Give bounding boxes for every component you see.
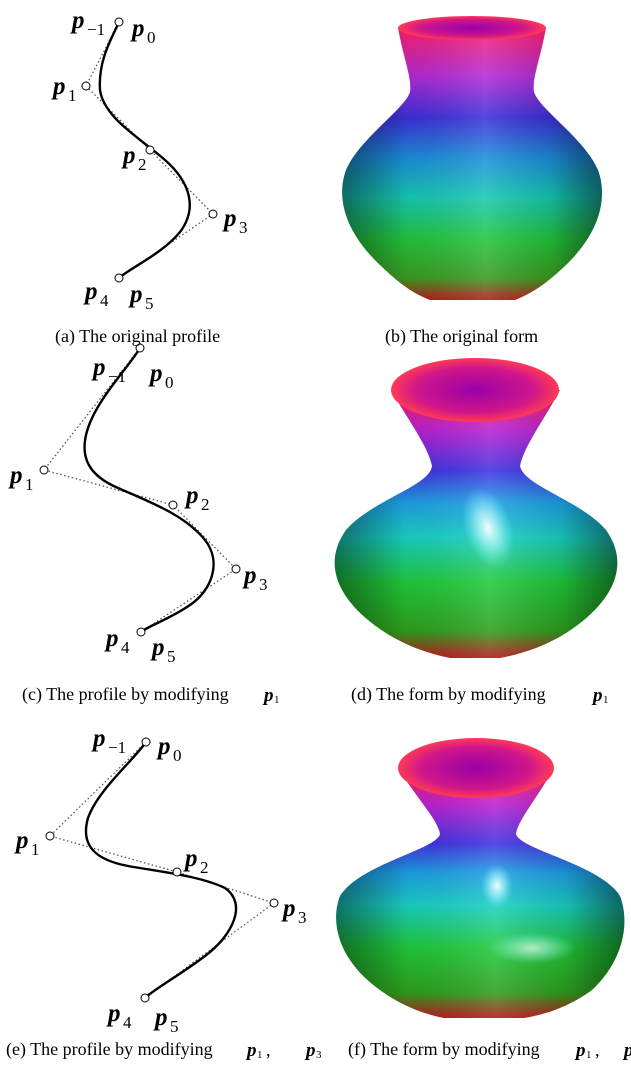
control-point-subscript: 0 [173, 746, 182, 765]
control-point-label: p [14, 827, 29, 854]
panel-e-control-polygon [48, 741, 276, 999]
control-point-label: p [104, 625, 119, 652]
panel-f-caption: (f) The form by modifying [348, 1039, 540, 1060]
caption-point-symbol: p [245, 1040, 257, 1061]
caption-point-symbol: p [591, 685, 603, 706]
control-point-subscript: 5 [145, 294, 154, 313]
control-point-label: p [128, 281, 143, 308]
control-point-label: p [70, 7, 85, 34]
caption-point-symbol: p [622, 1040, 631, 1061]
control-point-subscript: 2 [138, 155, 147, 174]
control-point-subscript: 0 [147, 28, 156, 47]
panel-a-control-points [81, 17, 218, 283]
control-point-subscript: 3 [239, 218, 248, 237]
control-point-label: p [242, 562, 257, 589]
panel-f-vase-mouth [398, 738, 554, 798]
panel-f-caption-points: p1,p [574, 1040, 631, 1061]
panel-b-vase [342, 16, 603, 300]
panel-f-vase [336, 738, 625, 1018]
caption-point-subscript: 1 [603, 694, 609, 706]
panel-a-caption: (a) The original profile [55, 326, 220, 347]
panel-d-vase [334, 358, 618, 658]
panel-e-caption: (e) The profile by modifying [6, 1039, 213, 1060]
panel-a-control-polygon [85, 21, 215, 279]
control-point-label: p [222, 205, 237, 232]
control-point-subscript: 3 [259, 575, 268, 594]
control-point-subscript: 2 [200, 858, 209, 877]
control-point-label: p [130, 15, 145, 42]
caption-point-symbol: p [304, 1040, 316, 1061]
panel-f-vase-shading [336, 768, 625, 1018]
caption-point-subscript: 3 [316, 1049, 322, 1061]
control-point-label: p [91, 354, 106, 381]
panel-b-caption: (b) The original form [385, 326, 538, 347]
caption-point-subscript: 1 [257, 1049, 263, 1061]
control-point-label: p [153, 1004, 168, 1031]
control-point-subscript: 3 [298, 908, 307, 927]
control-point-subscript: 2 [201, 495, 210, 514]
control-point-label: p [183, 845, 198, 872]
panel-c-control-points [39, 343, 241, 637]
panel-c-caption: (c) The profile by modifying [22, 684, 229, 705]
control-point-label: p [184, 482, 199, 509]
control-point-subscript: 5 [170, 1017, 179, 1036]
panel-b-vase-shading [342, 28, 603, 300]
control-point-subscript: 1 [68, 86, 77, 105]
panel-e-curve [84, 741, 238, 999]
control-point-subscript: 4 [121, 638, 130, 657]
panel-e-control-points [45, 737, 279, 1003]
control-point-subscript: 1 [25, 475, 34, 494]
caption-separator: , [266, 1040, 271, 1060]
caption-separator: , [595, 1040, 600, 1060]
control-point-label: p [51, 73, 66, 100]
control-point-label: p [106, 1000, 121, 1027]
control-point-label: p [150, 634, 165, 661]
caption-point-symbol: p [574, 1040, 586, 1061]
panel-a-curve [98, 21, 191, 279]
panel-c-curve [83, 347, 215, 633]
control-point-subscript: −1 [87, 20, 105, 39]
panel-f-caption-group: (f) The form by modifying p1,p [348, 1039, 631, 1061]
control-point-subscript: 0 [165, 373, 174, 392]
control-point-label: p [83, 278, 98, 305]
caption-point-subscript: 1 [586, 1049, 592, 1061]
control-point-label: p [156, 733, 171, 760]
control-point-label: p [121, 142, 136, 169]
caption-point-subscript: 1 [274, 694, 280, 706]
control-point-subscript: 5 [167, 647, 176, 666]
control-point-subscript: 1 [31, 840, 40, 859]
control-point-subscript: 4 [100, 291, 109, 310]
panel-d-vase-highlight [461, 487, 515, 569]
control-point-label: p [8, 462, 23, 489]
control-point-label: p [148, 360, 163, 387]
panel-d-caption: (d) The form by modifying [351, 684, 546, 705]
panel-f-vase-highlight-lower [488, 932, 576, 964]
control-point-label: p [91, 725, 106, 752]
panel-b-vase-mouth [398, 16, 546, 40]
caption-point-symbol: p [262, 685, 274, 706]
control-point-subscript: −1 [108, 367, 126, 386]
control-point-subscript: −1 [108, 738, 126, 757]
panel-c-control-polygon [42, 347, 238, 633]
control-point-label: p [281, 895, 296, 922]
control-point-subscript: 4 [123, 1013, 132, 1032]
panel-f-vase-highlight-upper [481, 864, 513, 908]
panel-d-vase-mouth [391, 358, 559, 422]
